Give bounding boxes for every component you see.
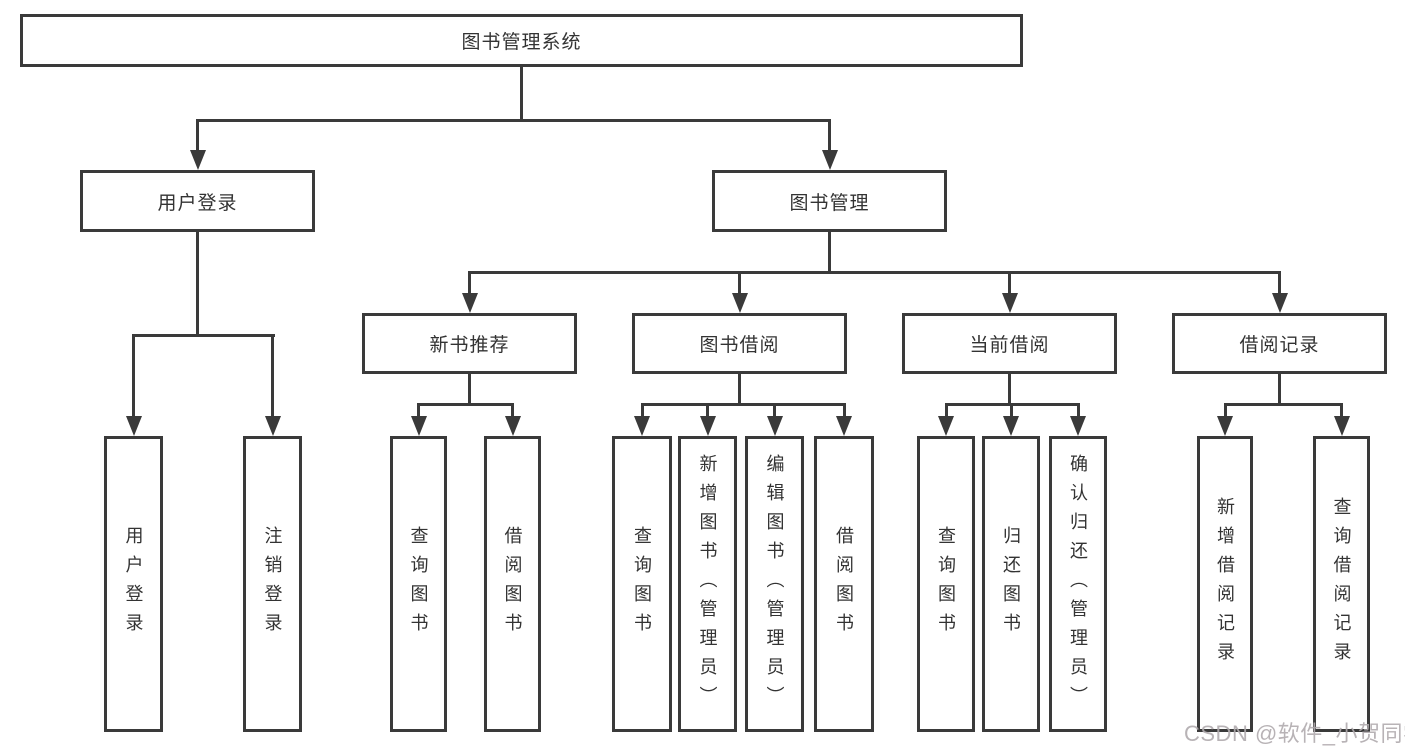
leaf-borrowing-edit-books-admin: 编辑图书（管理员） [745, 436, 804, 732]
connector-line [1278, 271, 1281, 293]
leaf-user-login: 用户登录 [104, 436, 163, 732]
connector-line [520, 67, 523, 121]
node-label: 用户登录 [157, 192, 238, 214]
connector-line [511, 403, 514, 416]
connector-line [196, 232, 199, 334]
connector-line [1077, 403, 1080, 416]
arrowhead-down-icon [1070, 416, 1086, 436]
arrowhead-down-icon [1217, 416, 1233, 436]
connector-line [417, 403, 514, 406]
watermark: CSDN @软件_小贺同学 [1184, 721, 1405, 746]
node-label: 图书管理系统 [461, 32, 582, 53]
leaf-newrec-query-books: 查询图书 [390, 436, 447, 732]
leaf-label: 查询图书 [936, 526, 956, 642]
node-book-management-system: 图书管理系统 [20, 14, 1023, 67]
arrowhead-down-icon [700, 416, 716, 436]
connector-line [468, 271, 471, 293]
node-label: 借阅记录 [1239, 335, 1320, 356]
connector-line [843, 403, 846, 416]
leaf-borrowing-borrow-books: 借阅图书 [814, 436, 874, 732]
leaf-label: 新增借阅记录 [1215, 497, 1235, 671]
connector-line [271, 334, 274, 416]
leaf-borrowing-add-books-admin: 新增图书（管理员） [678, 436, 737, 732]
arrowhead-down-icon [190, 150, 206, 170]
node-book-management: 图书管理 [712, 170, 947, 232]
leaf-label: 归还图书 [1001, 526, 1021, 642]
connector-line [132, 334, 135, 416]
connector-line [828, 119, 831, 150]
connector-line [945, 403, 948, 416]
node-label: 当前借阅 [969, 335, 1050, 356]
leaf-label: 用户登录 [123, 526, 144, 642]
leaf-borrowing-query-books: 查询图书 [612, 436, 672, 732]
connector-line [738, 374, 741, 405]
arrowhead-down-icon [1002, 293, 1018, 313]
arrowhead-down-icon [634, 416, 650, 436]
node-book-borrowing: 图书借阅 [632, 313, 847, 374]
connector-line [738, 271, 741, 293]
leaf-newrec-borrow-books: 借阅图书 [484, 436, 541, 732]
arrowhead-down-icon [462, 293, 478, 313]
node-label: 新书推荐 [429, 335, 510, 356]
node-user-login: 用户登录 [80, 170, 315, 232]
leaf-current-return-books: 归还图书 [982, 436, 1040, 732]
leaf-label: 查询图书 [408, 526, 429, 642]
leaf-records-add-record: 新增借阅记录 [1197, 436, 1253, 732]
connector-line [641, 403, 845, 406]
leaf-label: 确认归还（管理员） [1068, 453, 1088, 715]
node-new-book-recommend: 新书推荐 [362, 313, 577, 374]
arrowhead-down-icon [836, 416, 852, 436]
connector-line [641, 403, 644, 416]
leaf-label: 查询借阅记录 [1331, 497, 1352, 671]
leaf-logout: 注销登录 [243, 436, 302, 732]
arrowhead-down-icon [1272, 293, 1288, 313]
arrowhead-down-icon [1334, 416, 1350, 436]
leaf-current-query-books: 查询图书 [917, 436, 975, 732]
leaf-records-query-record: 查询借阅记录 [1313, 436, 1370, 732]
connector-line [1010, 403, 1013, 416]
leaf-label: 新增图书（管理员） [697, 453, 718, 715]
connector-line [828, 232, 831, 273]
connector-line [196, 119, 830, 122]
connector-line [196, 119, 199, 150]
arrowhead-down-icon [732, 293, 748, 313]
connector-line [468, 374, 471, 405]
node-label: 图书借阅 [699, 335, 780, 356]
leaf-current-confirm-return-admin: 确认归还（管理员） [1049, 436, 1107, 732]
arrowhead-down-icon [126, 416, 142, 436]
connector-line [1008, 374, 1011, 405]
node-current-borrowing: 当前借阅 [902, 313, 1117, 374]
connector-line [132, 334, 275, 337]
arrowhead-down-icon [1003, 416, 1019, 436]
node-borrowing-records: 借阅记录 [1172, 313, 1387, 374]
leaf-label: 查询图书 [632, 526, 652, 642]
connector-line [1224, 403, 1227, 416]
arrowhead-down-icon [767, 416, 783, 436]
connector-line [773, 403, 776, 416]
arrowhead-down-icon [938, 416, 954, 436]
connector-line [468, 271, 1281, 274]
node-label: 图书管理 [789, 192, 870, 214]
connector-line [1008, 271, 1011, 293]
leaf-label: 借阅图书 [834, 526, 854, 642]
arrowhead-down-icon [265, 416, 281, 436]
leaf-label: 注销登录 [262, 526, 283, 642]
arrowhead-down-icon [505, 416, 521, 436]
connector-line [417, 403, 420, 416]
connector-line [1278, 374, 1281, 405]
connector-line [1224, 403, 1342, 406]
connector-line [706, 403, 709, 416]
leaf-label: 编辑图书（管理员） [764, 453, 785, 715]
connector-line [1340, 403, 1343, 416]
arrowhead-down-icon [411, 416, 427, 436]
arrowhead-down-icon [822, 150, 838, 170]
leaf-label: 借阅图书 [502, 526, 523, 642]
